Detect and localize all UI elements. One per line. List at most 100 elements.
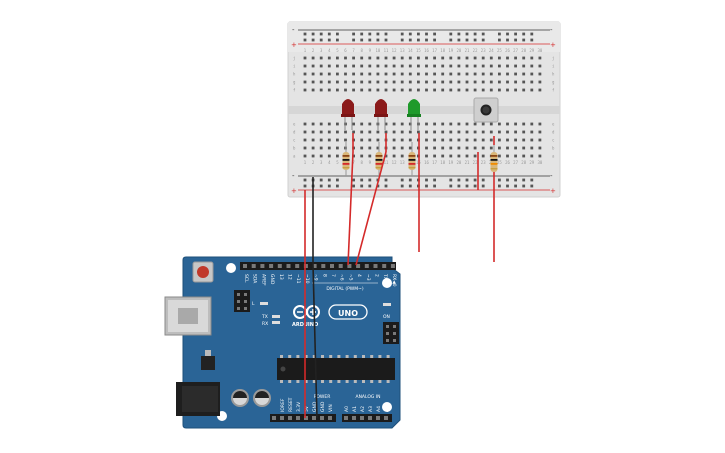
breadboard-hole[interactable]	[538, 72, 542, 76]
rail-hole[interactable]	[473, 32, 477, 36]
breadboard-hole[interactable]	[344, 80, 347, 84]
breadboard-hole[interactable]	[530, 80, 534, 84]
breadboard-hole[interactable]	[327, 122, 331, 126]
rail-hole[interactable]	[352, 32, 355, 36]
breadboard-hole[interactable]	[408, 56, 412, 60]
breadboard-hole[interactable]	[336, 122, 339, 126]
breadboard-hole[interactable]	[400, 138, 404, 142]
rail-hole[interactable]	[449, 178, 453, 182]
rail-hole[interactable]	[457, 178, 461, 182]
breadboard-hole[interactable]	[319, 154, 323, 158]
header-pin[interactable]	[347, 264, 352, 268]
breadboard-hole[interactable]	[481, 56, 485, 60]
breadboard-hole[interactable]	[384, 122, 388, 126]
breadboard-hole[interactable]	[376, 72, 380, 76]
rail-hole[interactable]	[506, 32, 509, 36]
breadboard-hole[interactable]	[530, 88, 534, 92]
breadboard-hole[interactable]	[449, 130, 453, 134]
rail-hole[interactable]	[425, 184, 428, 188]
breadboard-hole[interactable]	[392, 122, 396, 126]
rail-hole[interactable]	[319, 32, 323, 36]
breadboard-hole[interactable]	[522, 138, 526, 142]
breadboard-hole[interactable]	[481, 122, 485, 126]
breadboard-hole[interactable]	[319, 88, 323, 92]
breadboard-hole[interactable]	[449, 88, 453, 92]
rail-hole[interactable]	[376, 32, 380, 36]
breadboard-hole[interactable]	[392, 138, 396, 142]
rail-hole[interactable]	[473, 178, 477, 182]
breadboard-hole[interactable]	[449, 56, 453, 60]
wire-gnd[interactable]	[312, 264, 318, 419]
breadboard-hole[interactable]	[408, 130, 412, 134]
rail-hole[interactable]	[384, 178, 388, 182]
rail-hole[interactable]	[473, 38, 477, 42]
rail-hole[interactable]	[530, 32, 534, 36]
breadboard-hole[interactable]	[514, 56, 517, 60]
breadboard-hole[interactable]	[368, 138, 372, 142]
rail-hole[interactable]	[352, 184, 355, 188]
pushbutton[interactable]	[473, 97, 499, 123]
breadboard-hole[interactable]	[465, 56, 469, 60]
breadboard-hole[interactable]	[441, 130, 445, 134]
rail-hole[interactable]	[368, 32, 372, 36]
breadboard-hole[interactable]	[425, 122, 428, 126]
breadboard-hole[interactable]	[465, 130, 469, 134]
breadboard-hole[interactable]	[417, 72, 420, 76]
rail-hole[interactable]	[481, 178, 485, 182]
rail-hole[interactable]	[433, 184, 436, 188]
rail-hole[interactable]	[465, 178, 469, 182]
breadboard-hole[interactable]	[441, 80, 445, 84]
rail-hole[interactable]	[514, 32, 517, 36]
rail-hole[interactable]	[303, 184, 307, 188]
breadboard-hole[interactable]	[392, 88, 396, 92]
breadboard-hole[interactable]	[408, 72, 412, 76]
breadboard-hole[interactable]	[368, 130, 372, 134]
breadboard-hole[interactable]	[465, 138, 469, 142]
breadboard-hole[interactable]	[376, 138, 380, 142]
breadboard-hole[interactable]	[392, 56, 396, 60]
rail-hole[interactable]	[408, 32, 412, 36]
breadboard-hole[interactable]	[303, 56, 307, 60]
rail-hole[interactable]	[400, 38, 404, 42]
breadboard-hole[interactable]	[319, 80, 323, 84]
breadboard-hole[interactable]	[514, 80, 517, 84]
breadboard-hole[interactable]	[384, 154, 388, 158]
breadboard-hole[interactable]	[376, 146, 380, 150]
header-pin[interactable]	[344, 416, 348, 420]
rail-hole[interactable]	[408, 178, 412, 182]
breadboard-hole[interactable]	[506, 154, 509, 158]
breadboard-hole[interactable]	[457, 130, 461, 134]
breadboard-hole[interactable]	[489, 56, 493, 60]
breadboard-hole[interactable]	[473, 88, 477, 92]
rail-hole[interactable]	[327, 178, 331, 182]
breadboard-hole[interactable]	[360, 130, 364, 134]
breadboard-hole[interactable]	[433, 88, 436, 92]
breadboard-hole[interactable]	[319, 122, 323, 126]
rail-hole[interactable]	[352, 38, 355, 42]
rail-hole[interactable]	[368, 38, 372, 42]
breadboard-hole[interactable]	[408, 80, 412, 84]
breadboard-hole[interactable]	[360, 138, 364, 142]
breadboard-hole[interactable]	[465, 154, 469, 158]
breadboard-hole[interactable]	[327, 146, 331, 150]
breadboard-hole[interactable]	[506, 80, 509, 84]
breadboard-hole[interactable]	[384, 72, 388, 76]
breadboard-hole[interactable]	[449, 64, 453, 68]
breadboard-hole[interactable]	[514, 122, 517, 126]
breadboard-hole[interactable]	[457, 88, 461, 92]
rail-hole[interactable]	[506, 184, 509, 188]
rail-hole[interactable]	[352, 178, 355, 182]
breadboard-hole[interactable]	[457, 146, 461, 150]
rail-hole[interactable]	[522, 32, 526, 36]
rail-hole[interactable]	[433, 178, 436, 182]
rail-hole[interactable]	[336, 32, 339, 36]
rail-hole[interactable]	[433, 32, 436, 36]
breadboard-hole[interactable]	[311, 154, 315, 158]
breadboard-hole[interactable]	[489, 80, 493, 84]
breadboard-hole[interactable]	[425, 64, 428, 68]
rail-hole[interactable]	[465, 184, 469, 188]
breadboard-hole[interactable]	[538, 80, 542, 84]
breadboard-hole[interactable]	[473, 138, 477, 142]
breadboard-hole[interactable]	[408, 138, 412, 142]
breadboard-hole[interactable]	[417, 130, 420, 134]
